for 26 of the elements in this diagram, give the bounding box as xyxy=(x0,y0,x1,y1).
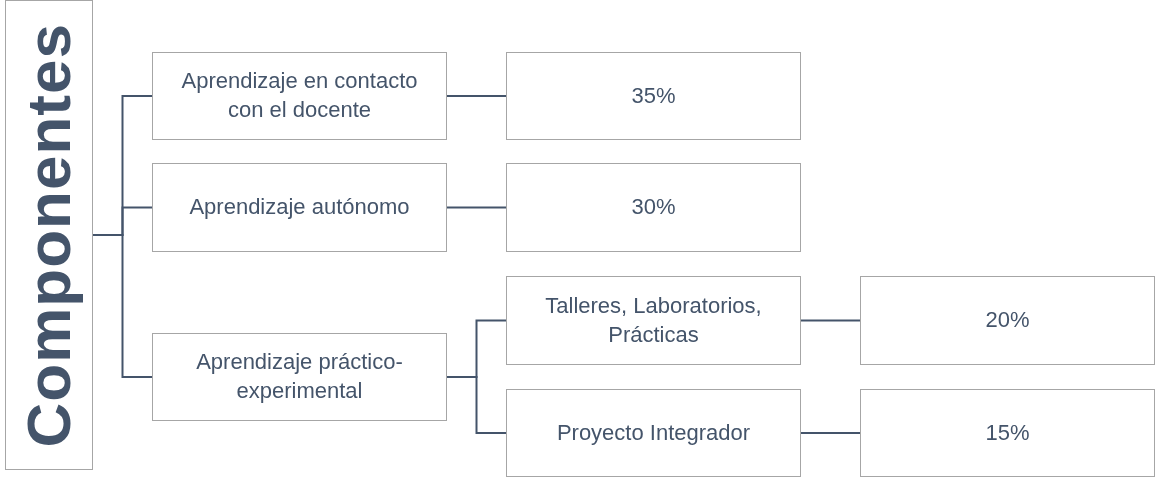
process-box xyxy=(506,52,801,140)
connector-line xyxy=(800,319,861,322)
process-box xyxy=(152,52,447,140)
process-box xyxy=(152,163,447,252)
process-box xyxy=(860,389,1155,477)
heading-text: Componentes xyxy=(12,22,84,448)
connector-line xyxy=(92,234,153,378)
connector-line xyxy=(446,206,507,209)
box-label: Aprendizaje en contacto con el docente xyxy=(180,67,419,124)
process-box xyxy=(506,163,801,252)
process-box xyxy=(506,276,801,365)
box-label: 35% xyxy=(630,81,677,110)
connector-line xyxy=(800,432,861,434)
box-label: Aprendizaje autónomo xyxy=(188,193,411,222)
box-label: 15% xyxy=(984,418,1031,447)
connector-line xyxy=(446,95,507,97)
process-box xyxy=(152,333,447,421)
box-label: Aprendizaje práctico-experimental xyxy=(195,348,404,405)
process-box xyxy=(506,389,801,477)
process-box xyxy=(860,276,1155,365)
title-box xyxy=(5,0,93,470)
box-label: Talleres, Laboratorios, Prácticas xyxy=(544,291,763,349)
box-label: 30% xyxy=(630,193,677,222)
box-label: Proyecto Integrador xyxy=(555,418,752,447)
box-label: 20% xyxy=(984,306,1031,335)
connector-line xyxy=(446,376,507,434)
